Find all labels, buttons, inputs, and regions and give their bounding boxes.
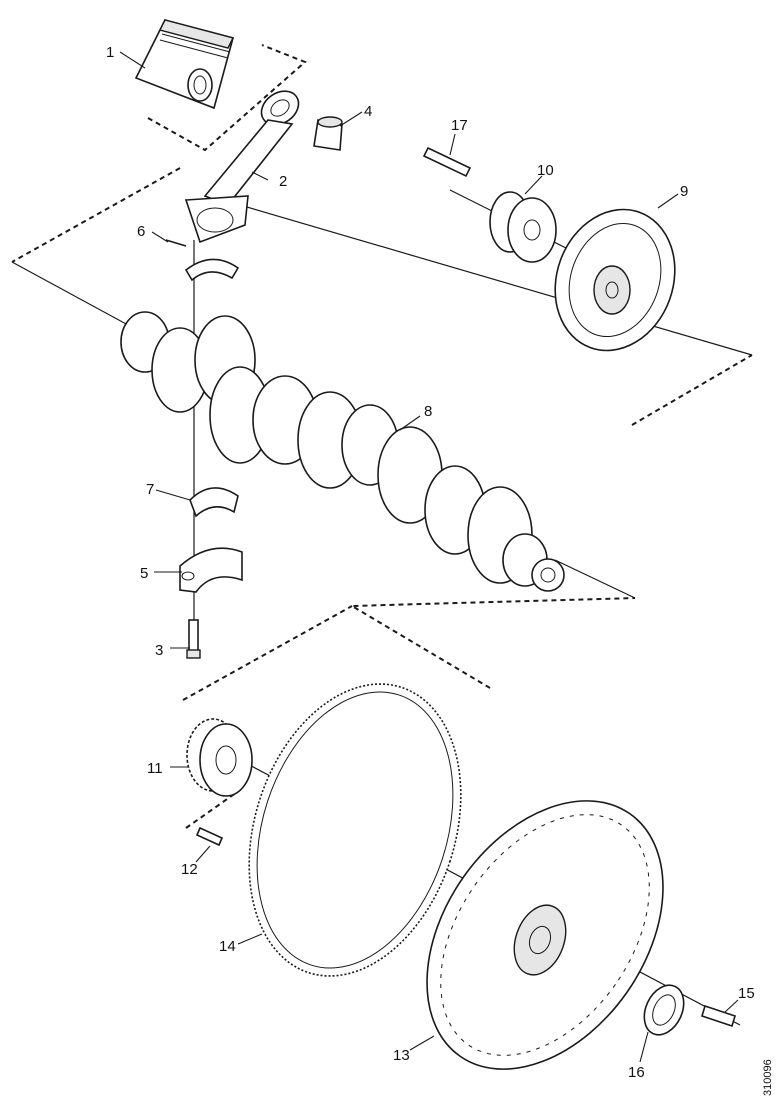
- callout-label-17: 17: [451, 117, 468, 134]
- callout-label-1: 1: [106, 44, 114, 61]
- callout-label-14: 14: [219, 938, 236, 955]
- callout-label-15: 15: [738, 985, 755, 1002]
- screw-part-12: [195, 826, 224, 847]
- callout-label-16: 16: [628, 1064, 645, 1081]
- screw-part-6: [165, 239, 187, 247]
- callout-label-2: 2: [279, 173, 287, 190]
- hub-part: [489, 191, 557, 263]
- callout-label-9: 9: [680, 183, 688, 200]
- flywheel-part: [426, 800, 664, 1070]
- callout-label-6: 6: [137, 223, 145, 240]
- bearing-shell-upper: [184, 258, 240, 282]
- vibration-damper-part: [554, 208, 676, 352]
- piston-pin-part: [313, 116, 343, 151]
- callout-leader-lines: [119, 51, 739, 1063]
- callout-label-5: 5: [140, 565, 148, 582]
- callout-label-10: 10: [537, 162, 554, 179]
- main-bearing-shell: [189, 487, 239, 518]
- callout-label-3: 3: [155, 642, 163, 659]
- bolt-part-3: [186, 619, 201, 659]
- callout-label-12: 12: [181, 861, 198, 878]
- callout-label-11: 11: [147, 760, 163, 777]
- crankshaft-gear-part: [186, 718, 253, 797]
- bearing-cap-part: [179, 547, 243, 593]
- connecting-rod-part: [184, 90, 300, 244]
- crankshaft-part: [120, 311, 565, 592]
- callout-label-7: 7: [146, 481, 154, 498]
- callout-label-4: 4: [364, 103, 372, 120]
- piston-part: [134, 19, 235, 110]
- dashed-group-outlines: [11, 44, 753, 829]
- callout-label-13: 13: [393, 1047, 410, 1064]
- callout-label-8: 8: [424, 403, 432, 420]
- washer-part: [643, 984, 685, 1036]
- reference-code: 310096: [762, 1059, 774, 1096]
- ring-gear-part: [248, 683, 462, 977]
- flywheel-bolt-part: [701, 1004, 736, 1028]
- bolt-part-17: [422, 146, 472, 178]
